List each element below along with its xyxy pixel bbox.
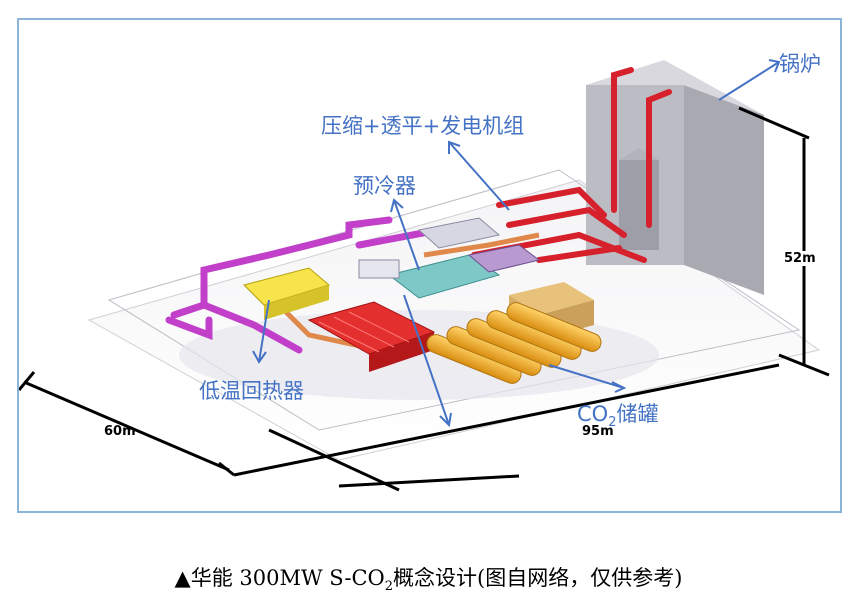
height-dimension-label: 52m [784, 251, 816, 266]
dimension-lines [19, 106, 830, 492]
diagram-frame: 锅炉 压缩+透平+发电机组 预冷器 低温回热器 CO2储罐 52m 60m 95… [17, 18, 842, 513]
boiler-pipes [471, 67, 672, 263]
low-temp-recuperator [243, 267, 331, 320]
red-heat-exchanger [307, 301, 436, 372]
width-dimension-label: 60m [104, 424, 136, 439]
caption-sub: 2 [384, 579, 394, 595]
caption-prefix: ▲华能 300MW S-CO [174, 566, 385, 590]
low-temp-recuperator-label: 低温回热器 [199, 379, 304, 403]
figure-caption: ▲华能 300MW S-CO2概念设计(图自网络，仅供参考) [0, 562, 857, 594]
compressor-cluster [358, 217, 541, 299]
co2-storage-suffix: 储罐 [616, 402, 659, 426]
caption-suffix: 概念设计(图自网络，仅供参考) [393, 566, 683, 590]
co2-storage-label: CO2储罐 [577, 398, 658, 430]
co2-storage-tanks [426, 302, 602, 384]
length-dimension-label: 95m [582, 424, 614, 439]
plant-diagram [19, 59, 830, 492]
precooler-label: 预冷器 [353, 174, 416, 198]
boiler-label: 锅炉 [779, 52, 821, 76]
leader-arrows [252, 59, 781, 428]
co2-storage-sub: 2 [608, 415, 617, 431]
co2-storage-prefix: CO [577, 402, 609, 426]
compressor-group-label: 压缩+透平+发电机组 [321, 114, 525, 138]
